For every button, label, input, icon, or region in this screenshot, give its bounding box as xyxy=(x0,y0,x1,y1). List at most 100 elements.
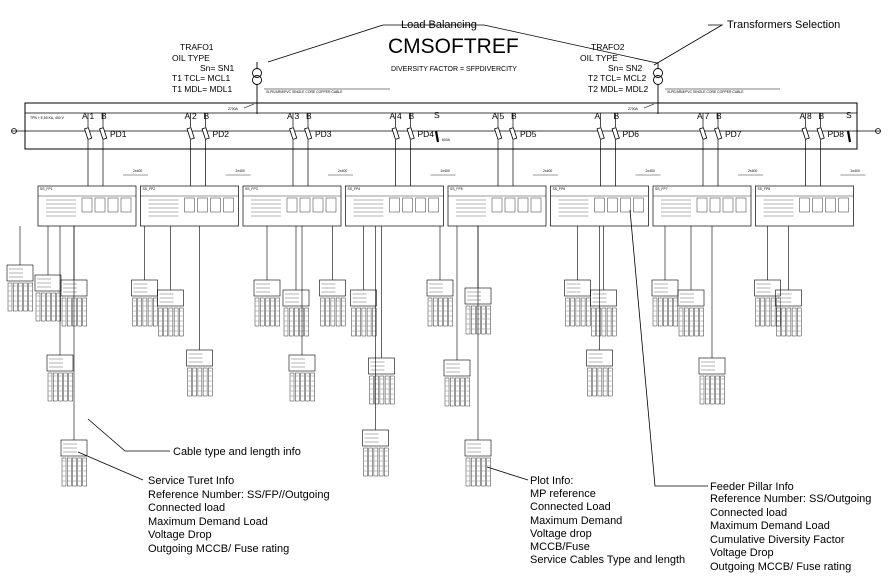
plot-box xyxy=(47,372,53,402)
feeder-pillar-line: Maximum Demand Load xyxy=(710,520,830,532)
plot-box xyxy=(591,307,596,337)
plot-box xyxy=(797,307,802,337)
transformer-1-winding-primary xyxy=(252,68,262,78)
feeder-pillar-line: Outgoing MCCB/ Fuse rating xyxy=(710,561,851,573)
transformer-2-winding-secondary xyxy=(653,75,663,85)
diversity-factor: DIVERSITY FACTOR = SFPDIVERCITY xyxy=(391,66,517,73)
outgoing-way-box xyxy=(312,197,324,213)
feeder-b-label: B xyxy=(614,111,620,121)
plot-box xyxy=(770,297,776,327)
plot-box xyxy=(330,297,336,327)
plot-info-line: MCCB/Fuse xyxy=(530,541,590,553)
service-turret-box xyxy=(131,279,158,297)
plot-box xyxy=(270,297,275,327)
plot-box xyxy=(77,297,82,327)
plot-box xyxy=(254,297,260,327)
plot-box xyxy=(356,307,361,337)
plot-box xyxy=(596,307,601,337)
plot-box xyxy=(438,297,443,327)
plot-box xyxy=(673,297,678,327)
plot-info-line: Maximum Demand xyxy=(530,515,622,527)
fuse-icon xyxy=(99,127,108,140)
transformer-1-rating: 2700A xyxy=(228,107,239,111)
plot-box xyxy=(586,297,591,327)
outgoing-way-box xyxy=(607,197,618,213)
end-switch xyxy=(846,130,852,143)
service-turret-box xyxy=(288,354,316,372)
plot-box xyxy=(295,372,300,402)
feeder-pillar-box xyxy=(755,185,854,227)
plot-box xyxy=(471,457,476,487)
bus-coupler[interactable]: S 600A xyxy=(434,110,451,143)
feeder-pd-label: PD7 xyxy=(725,129,742,139)
fuse-icon xyxy=(304,127,313,140)
plot-box xyxy=(565,297,570,327)
plot-info-line: Connected Load xyxy=(530,501,611,513)
outgoing-way-box xyxy=(722,197,734,213)
plot-box xyxy=(465,377,470,407)
outgoing-way-box xyxy=(286,197,298,213)
feeder-pillar-box xyxy=(550,185,649,227)
transformers-selection-label: Transformers Selection xyxy=(727,19,840,31)
plot-box xyxy=(699,307,704,337)
plot-box xyxy=(300,372,305,402)
outgoing-way-box xyxy=(81,197,93,213)
plot-box xyxy=(187,367,192,397)
feeder-pillar-ref: SS_FP8 xyxy=(758,187,771,191)
fuse-icon xyxy=(84,127,93,140)
earth-terminal-left xyxy=(11,128,17,134)
service-turret-leader xyxy=(77,451,144,481)
feeder-b-label: B xyxy=(204,111,210,121)
plot-box xyxy=(444,377,450,407)
plot-box xyxy=(202,367,208,397)
feeder-b-label: B xyxy=(819,111,825,121)
plot-box xyxy=(689,307,694,337)
plot-box xyxy=(755,297,760,327)
transformer-1-type: OIL TYPE xyxy=(172,53,210,63)
plot-box xyxy=(361,307,367,337)
plot-box xyxy=(7,282,13,312)
plot-box xyxy=(481,457,486,487)
plot-box xyxy=(658,297,663,327)
plot-box xyxy=(378,447,384,477)
feeder-pillar-ref: SS_FP5 xyxy=(450,187,463,191)
service-turret-box xyxy=(46,354,74,372)
service-turret-line: Maximum Demand Load xyxy=(148,516,268,528)
plot-box xyxy=(283,307,289,337)
outgoing-way-box xyxy=(633,197,644,213)
feeder-b-label: B xyxy=(511,111,517,121)
service-turret-box xyxy=(319,279,346,297)
cable-info-label: Cable type and length info xyxy=(173,446,301,458)
busbar-rating: TPN + E,50 KA, 400 V xyxy=(30,116,65,120)
plot-box xyxy=(433,297,438,327)
plot-box xyxy=(265,297,270,327)
plot-box xyxy=(147,297,153,327)
transformer-2-mdl: T2 MDL= MDL2 xyxy=(588,84,648,94)
plot-box xyxy=(786,307,792,337)
plot-box xyxy=(158,307,163,337)
service-turret-box xyxy=(426,279,454,297)
plot-box xyxy=(384,375,390,405)
plot-box xyxy=(471,305,476,335)
transformer-2[interactable]: TRAFO2 OIL TYPE Sn= SN2 T2 TCL= MCL2 T2 … xyxy=(580,42,780,114)
outgoing-way-box xyxy=(825,197,836,213)
plot-box xyxy=(168,307,174,337)
plot-box xyxy=(776,297,781,327)
load-balancing-leader-right xyxy=(383,24,658,64)
fuse-icon xyxy=(391,127,400,140)
plot-box xyxy=(46,292,51,322)
main-busbar-panel[interactable]: TPN + E,50 KA, 400 V S 600A S xyxy=(11,102,881,150)
feeder-pd-label: PD8 xyxy=(828,129,845,139)
transformer-2-winding-primary xyxy=(653,68,663,78)
service-turret-info: Service Turet Info Reference Number: SS/… xyxy=(148,475,330,555)
transformer-1[interactable]: TRAFO1 OIL TYPE Sn= SN1 T1 TCL= MCL1 T1 … xyxy=(172,42,390,114)
outgoing-way-box xyxy=(799,197,810,213)
